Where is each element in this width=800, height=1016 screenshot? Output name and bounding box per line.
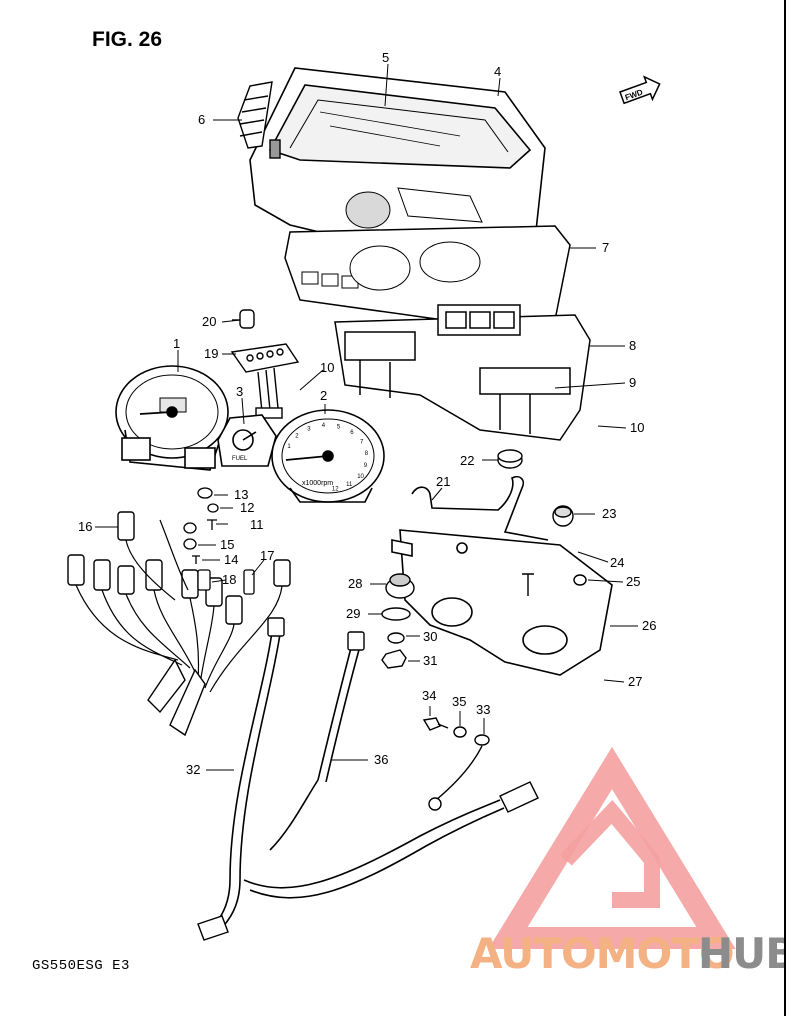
small-hardware <box>183 487 255 595</box>
part-label-30: 30 <box>423 629 437 644</box>
part-label-10: 10 <box>630 420 644 435</box>
tachometer <box>271 409 385 503</box>
tacho-tick-5: 5 <box>337 424 341 430</box>
speedometer <box>115 365 229 471</box>
part-label-17: 17 <box>260 548 274 563</box>
tacho-unit-label: x1000rpm <box>302 480 333 487</box>
adjacent-page-edge <box>784 0 800 1016</box>
part-label-24: 24 <box>610 555 624 570</box>
tacho-tick-12: 12 <box>332 487 339 493</box>
part-label-2: 2 <box>320 388 327 403</box>
part-label-36: 36 <box>374 752 388 767</box>
part-label-18: 18 <box>222 572 236 587</box>
part-label-4: 4 <box>494 64 501 79</box>
tacho-tick-4: 4 <box>322 423 326 429</box>
watermark-logo-triangle <box>488 746 736 949</box>
part-label-14: 14 <box>224 552 238 567</box>
meter-bracket-plate <box>391 529 613 676</box>
part-label-35: 35 <box>452 694 466 709</box>
part-label-26: 26 <box>642 618 656 633</box>
part-label-21: 21 <box>436 474 450 489</box>
watermark-word-hub: HUB <box>698 929 796 978</box>
figure-title: FIG. 26 <box>92 28 163 51</box>
watermark-word-automoto: AUTOMOTO <box>470 929 734 978</box>
part-label-29: 29 <box>346 606 360 621</box>
damper-stack <box>381 573 415 669</box>
part-label-15: 15 <box>220 537 234 552</box>
part-label-32: 32 <box>186 762 200 777</box>
indicator-lens <box>237 81 281 159</box>
part-label-34: 34 <box>422 688 436 703</box>
part-label-7: 7 <box>602 240 609 255</box>
fuel-gauge-label: FUEL <box>232 456 248 462</box>
tacho-tick-7: 7 <box>360 439 364 445</box>
part-label-3: 3 <box>236 384 243 399</box>
tacho-tick-11: 11 <box>346 482 353 488</box>
meter-bracket-rod <box>411 475 549 541</box>
tacho-tick-3: 3 <box>307 426 311 432</box>
part-label-16: 16 <box>78 519 92 534</box>
meter-case-lower <box>334 304 591 441</box>
part-label-22: 22 <box>460 453 474 468</box>
bulb-socket <box>232 309 255 329</box>
part-label-25: 25 <box>626 574 640 589</box>
tacho-tick-10: 10 <box>357 474 364 480</box>
part-label-20: 20 <box>202 314 216 329</box>
part-label-19: 19 <box>204 346 218 361</box>
part-label-23: 23 <box>602 506 616 521</box>
part-label-12: 12 <box>240 500 254 515</box>
tacho-tick-9: 9 <box>364 463 368 469</box>
tacho-tick-8: 8 <box>365 451 369 457</box>
panel-plate-windows <box>301 241 481 291</box>
tacho-tick-6: 6 <box>350 430 354 436</box>
part-label-11: 11 <box>250 517 264 532</box>
part-label-1: 1 <box>173 336 180 351</box>
meter-cover-housing <box>249 67 546 271</box>
tacho-tick-2: 2 <box>295 434 299 440</box>
model-code: GS550ESG E3 <box>32 958 130 974</box>
bolt-washer-ground <box>422 717 490 811</box>
watermark-text: AUTOMOTO HUB <box>470 929 797 978</box>
part-label-6: 6 <box>198 112 205 127</box>
fuel-gauge: FUEL <box>217 414 277 467</box>
leader-lines <box>95 63 638 771</box>
tacho-tick-1: 1 <box>287 444 291 450</box>
cable-ends <box>197 617 539 941</box>
part-label-5: 5 <box>382 50 389 65</box>
fwd-arrow-marker: FWD <box>619 75 661 105</box>
part-label-33: 33 <box>476 702 490 717</box>
indicator-connector <box>230 343 300 419</box>
part-label-27: 27 <box>628 674 642 689</box>
wiring-harness <box>67 511 291 737</box>
part-label-9: 9 <box>629 375 636 390</box>
watermark-logo-inner-m <box>560 800 660 908</box>
part-label-28: 28 <box>348 576 362 591</box>
part-label-13: 13 <box>234 487 248 502</box>
part-label-8: 8 <box>629 338 636 353</box>
part-label-10: 10 <box>320 360 334 375</box>
watermark-logo <box>488 746 736 949</box>
part-number-labels: 1234567891010111213141516171819202122232… <box>78 50 656 777</box>
part-label-31: 31 <box>423 653 437 668</box>
meter-cables <box>209 631 505 933</box>
grommets-and-nuts <box>497 449 587 596</box>
